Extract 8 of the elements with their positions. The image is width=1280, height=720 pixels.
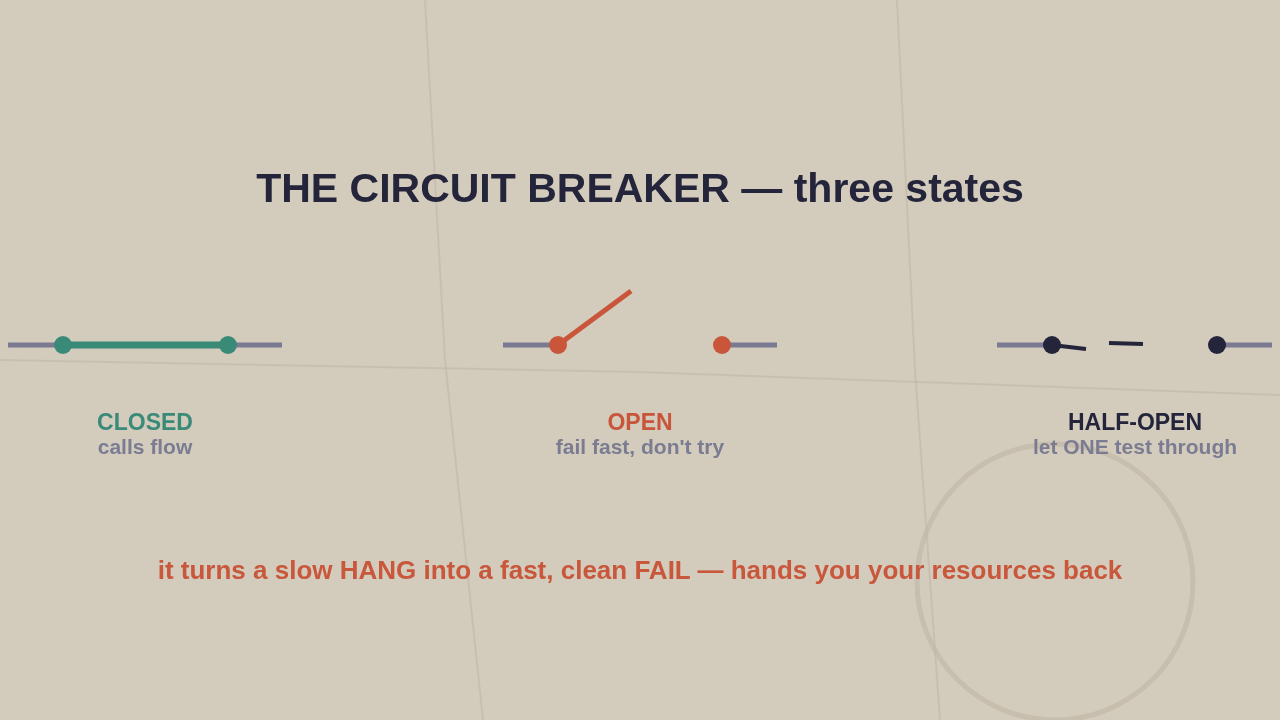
state-description: fail fast, don't try [555,435,725,459]
state-description: let ONE test through [1032,435,1238,459]
state-name: OPEN [607,410,673,436]
state-name: HALF-OPEN [1067,410,1203,436]
state-description: calls flow [97,435,193,459]
title: THE CIRCUIT BREAKER — three states [256,166,1024,212]
state-name: CLOSED [97,410,193,436]
caption: it turns a slow HANG into a fast, clean FAIL — hands you your resources back [157,556,1123,585]
